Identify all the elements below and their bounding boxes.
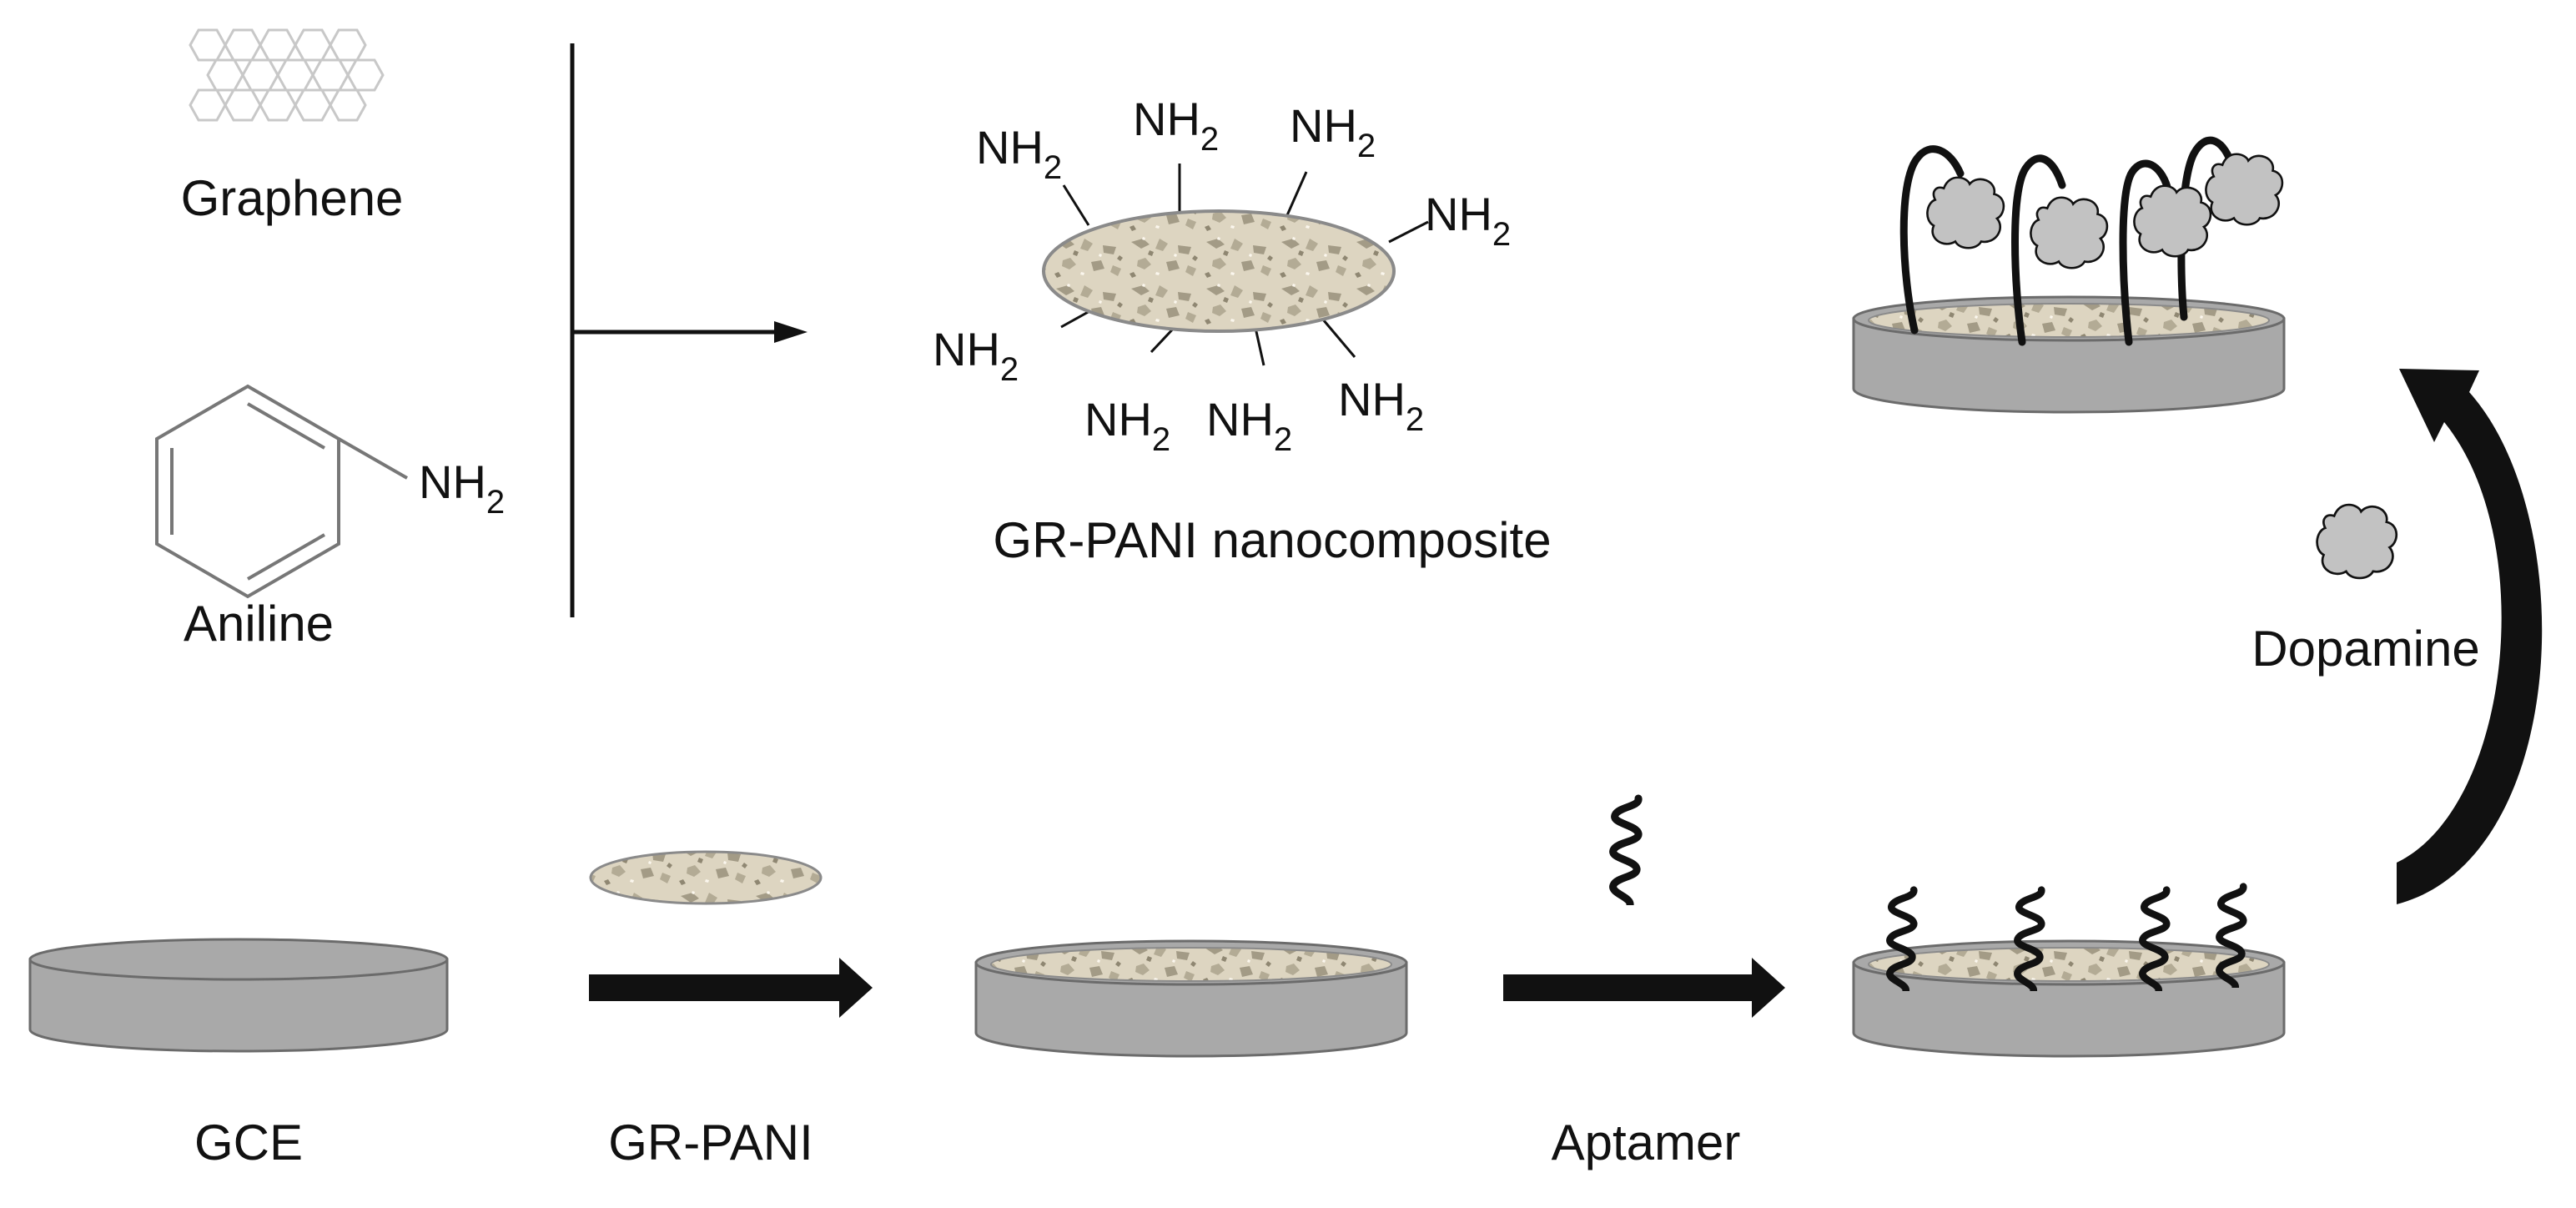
- modified-electrode: [974, 939, 1408, 1058]
- dopamine-molecule-icon: [2205, 153, 2284, 226]
- dopamine-bound-electrode: [1852, 295, 2286, 414]
- bare-electrode: [28, 938, 449, 1053]
- gce-label: GCE: [194, 1115, 303, 1170]
- graphene-label: Graphene: [181, 170, 404, 226]
- binding-curved-arrow: [2397, 369, 2543, 904]
- nanocomposite-label: GR-PANI nanocomposite: [993, 512, 1551, 568]
- nanocomposite-particle: [1042, 164, 1429, 366]
- gr-pani-flake: [589, 850, 823, 905]
- aniline-amine-label: NH2: [419, 456, 505, 521]
- free-aptamer-icon: [1613, 798, 1639, 905]
- bound-dopamine: [1926, 153, 2284, 269]
- gr-pani-label: GR-PANI: [608, 1115, 813, 1170]
- dopamine-molecule-icon: [2030, 196, 2109, 269]
- amine-label: NH2: [1290, 99, 1376, 164]
- amine-label: NH2: [1084, 393, 1170, 458]
- graphene-icon: [189, 28, 385, 122]
- amine-label: NH2: [933, 323, 1019, 388]
- amine-label: NH2: [1133, 93, 1219, 158]
- amine-label: NH2: [1425, 188, 1511, 253]
- step-arrow-2: [1503, 958, 1785, 1018]
- dopamine-molecule-icon: [1926, 176, 2005, 249]
- amine-label: NH2: [1206, 393, 1292, 458]
- synthesis-bracket: [570, 43, 808, 617]
- dopamine-molecule-icon: [2316, 503, 2398, 580]
- step-arrow-1: [589, 958, 873, 1018]
- aniline-label: Aniline: [184, 596, 334, 652]
- dopamine-molecule-icon: [2133, 184, 2212, 258]
- dopamine-label: Dopamine: [2251, 621, 2480, 677]
- aniline-structure-icon: [155, 384, 408, 599]
- folded-aptamers: [1899, 136, 2235, 346]
- amine-label: NH2: [976, 121, 1062, 186]
- amine-label: NH2: [1338, 373, 1424, 438]
- aptamer-electrode: [1852, 939, 2286, 1058]
- aptamer-label: Aptamer: [1552, 1115, 1741, 1170]
